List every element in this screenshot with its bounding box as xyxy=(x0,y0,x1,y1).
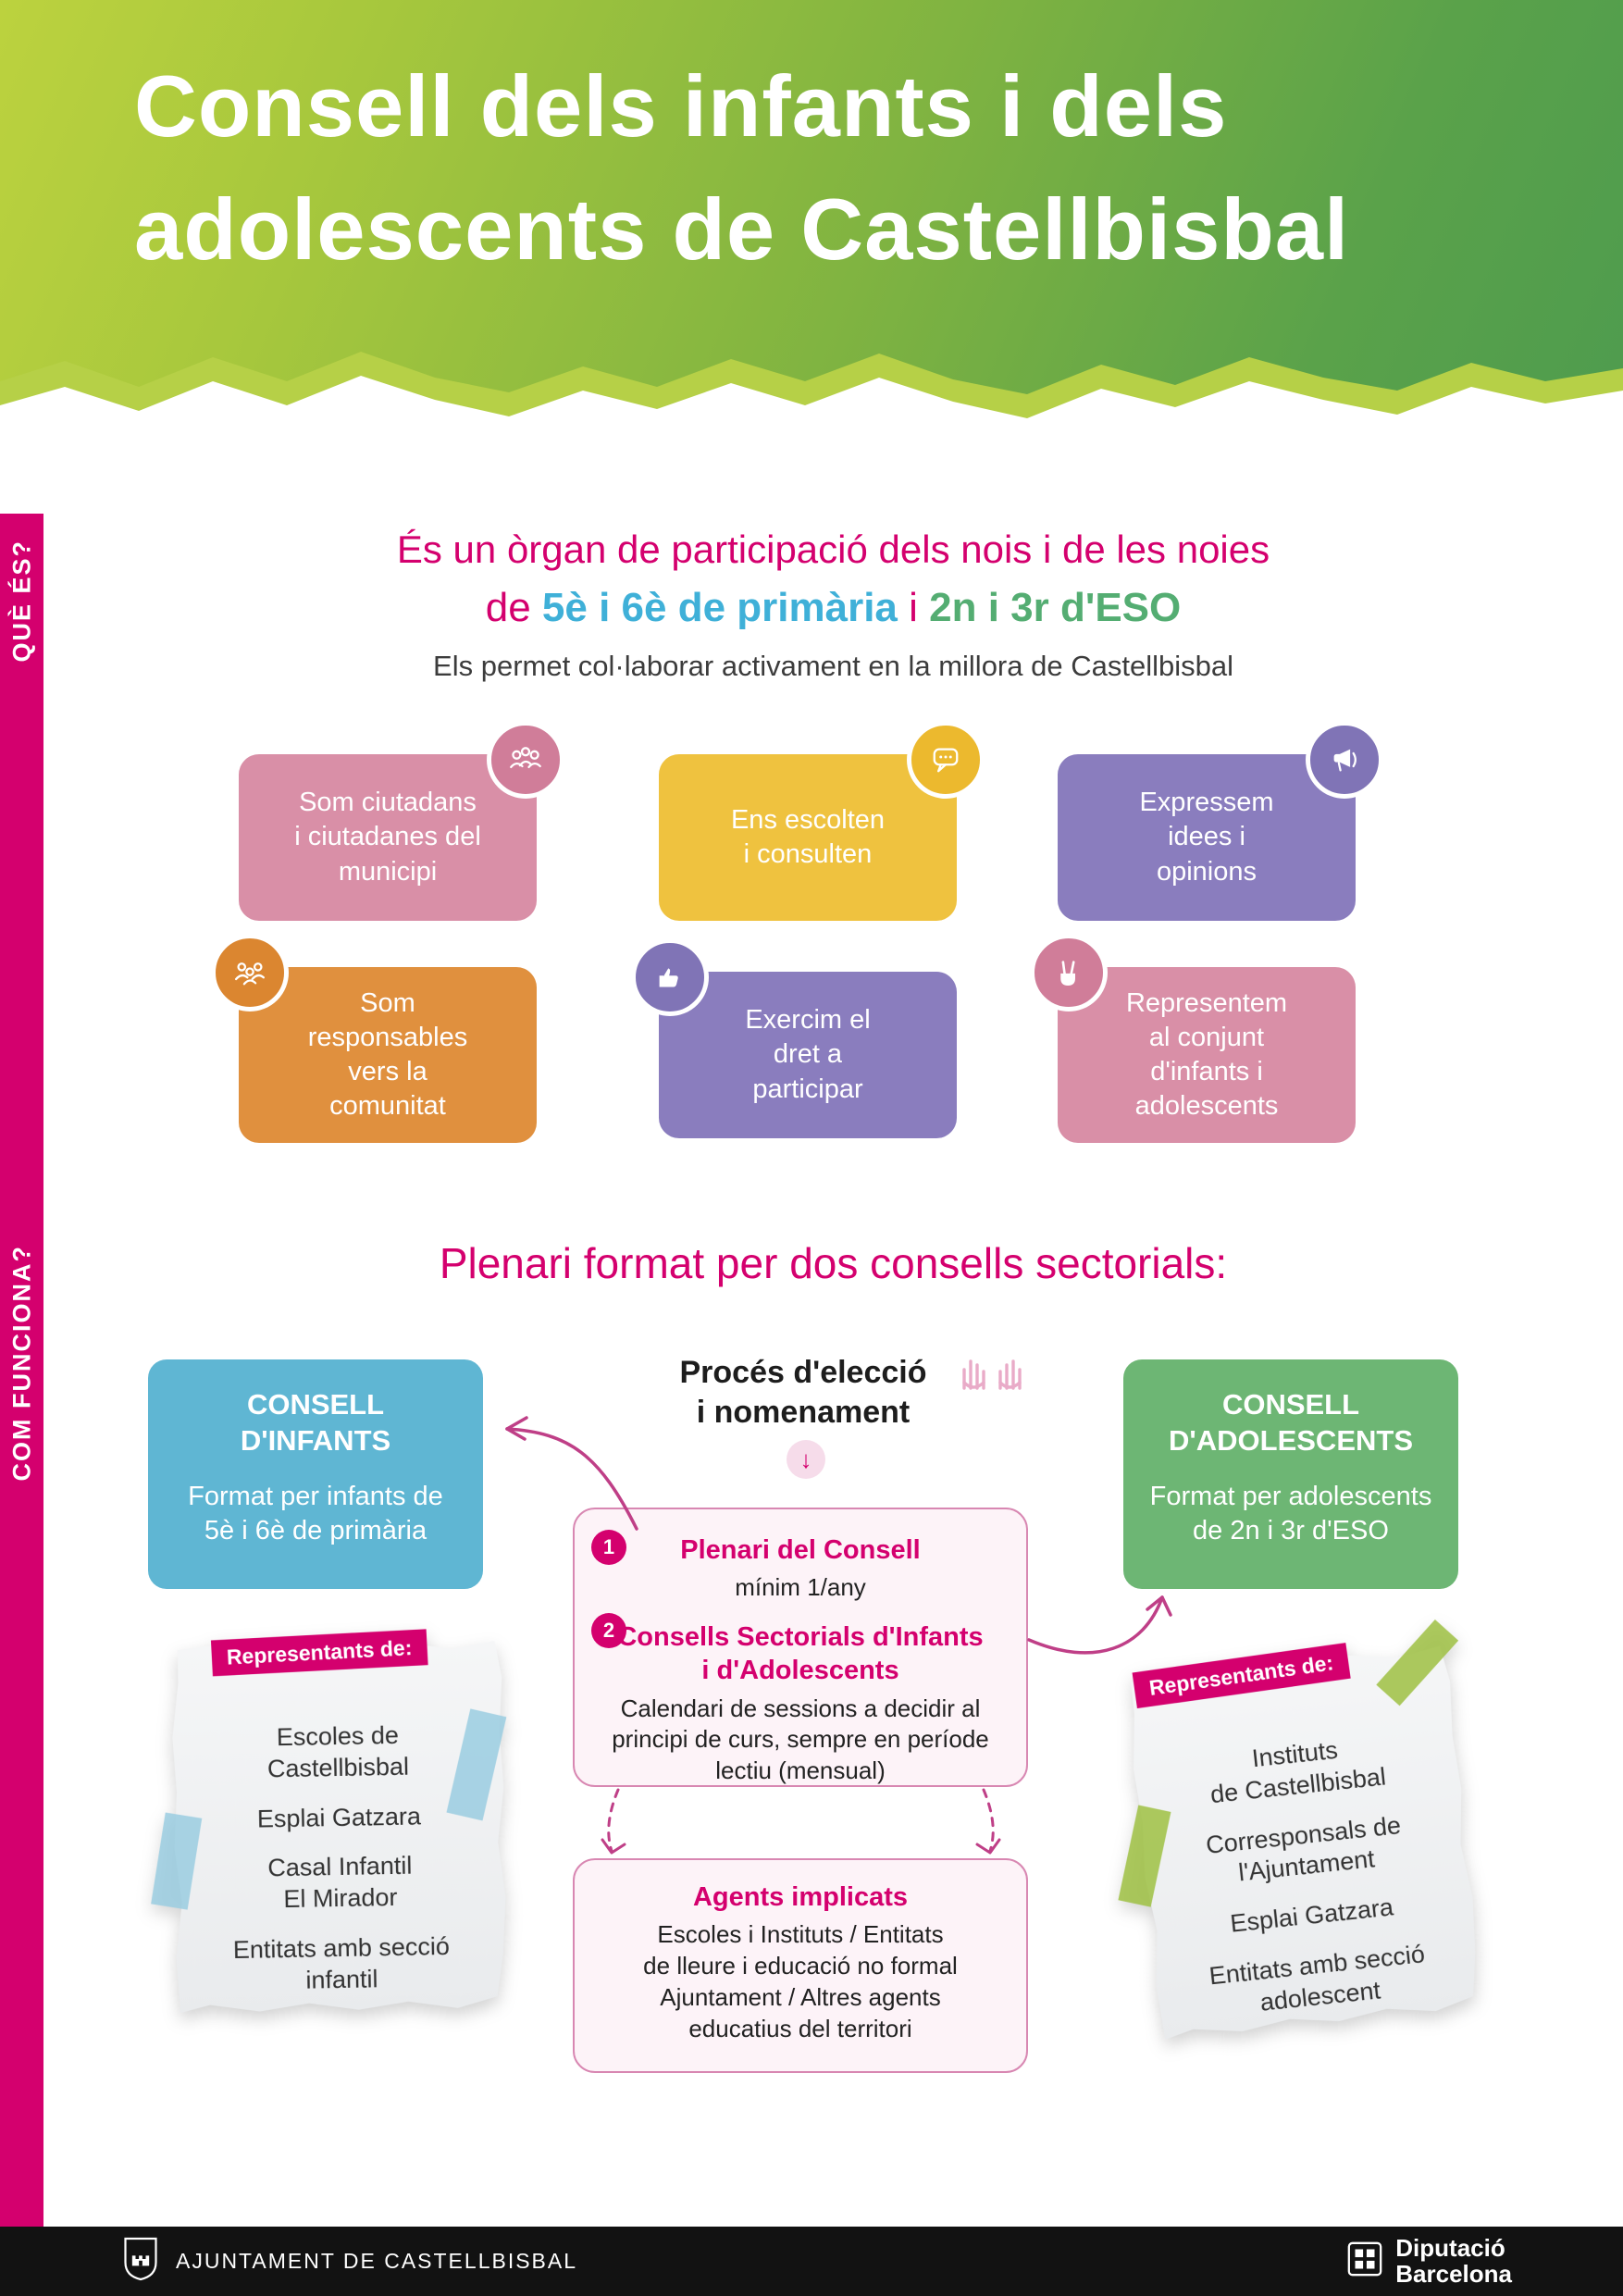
page-title: Consell dels infants i dels adolescents … xyxy=(134,57,1350,279)
dashed-connector-left xyxy=(607,1788,620,1853)
intro-primaria-highlight: 5è i 6è de primària xyxy=(541,585,898,630)
consell-infants-body: Format per infants de 5è i 6è de primàri… xyxy=(188,1481,443,1546)
tab-que-es: QUÈ ÉS? xyxy=(7,540,35,663)
torn-paper-right: Instituts de Castellbisbal Corresponsals… xyxy=(1124,1645,1484,2040)
ajuntament-label: AJUNTAMENT DE CASTELLBISBAL xyxy=(176,2249,578,2273)
diputacio-logo: Diputació Barcelona xyxy=(1345,2227,1512,2296)
agents-title: Agents implicats xyxy=(692,1882,909,1912)
note-right-item-instituts: Instituts de Castellbisbal xyxy=(1208,1735,1388,1808)
section2-heading: Plenari format per dos consells sectoria… xyxy=(439,1239,1228,1287)
consell-adolescents-title: CONSELL D'ADOLESCENTS xyxy=(1169,1388,1413,1457)
raised-hands-icon xyxy=(955,1334,1029,1398)
torn-paper-edge xyxy=(0,352,1623,463)
card-representem-label: Representem al conjunt d'infants i adole… xyxy=(1125,987,1288,1122)
tab-com-funciona: COM FUNCIONA? xyxy=(7,1245,35,1482)
card-responsables: Som responsables vers la comunitat xyxy=(211,934,537,1143)
proces-eleccio-label: Procés d'elecció i nomenament xyxy=(679,1355,927,1430)
footer-bar: AJUNTAMENT DE CASTELLBISBAL Diputació Ba… xyxy=(0,2227,1623,2296)
note-left-item-entitats: Entitats amb secció infantil xyxy=(232,1931,451,1994)
note-right-item-corresponsals: Corresponsals de l'Ajuntament xyxy=(1204,1810,1403,1887)
diputacio-label: Diputació Barcelona xyxy=(1395,2234,1512,2288)
down-arrow-icon: ↓ xyxy=(787,1440,825,1479)
consell-adolescents-card: CONSELL D'ADOLESCENTS Format per adolesc… xyxy=(1123,1359,1458,1589)
intro-line-1: És un òrgan de participació dels nois i … xyxy=(396,527,1270,571)
intro-eso-highlight: 2n i 3r d'ESO xyxy=(929,585,1182,630)
step-1-badge: 1 xyxy=(591,1530,626,1565)
card-ciutadans-label: Som ciutadans i ciutadanes del municipi xyxy=(294,788,481,887)
card-expressem: Expressem idees i opinions xyxy=(1058,721,1383,921)
agents-box: Agents implicats Escoles i Instituts / E… xyxy=(573,1858,1028,2073)
castle-crest-icon xyxy=(120,2235,161,2288)
intro-line-2-mid: i xyxy=(897,585,930,630)
community-icon xyxy=(211,934,289,1011)
card-representem: Representem al conjunt d'infants i adole… xyxy=(1030,934,1356,1143)
step-2-badge: 2 xyxy=(591,1613,626,1648)
card-exercim-label: Exercim el dret a participar xyxy=(745,1005,871,1104)
intro-line-2: de 5è i 6è de primària i 2n i 3r d'ESO xyxy=(43,585,1623,631)
card-responsables-label: Som responsables vers la comunitat xyxy=(307,987,468,1122)
diputacio-icon xyxy=(1345,2240,1384,2283)
plenari-title: Plenari del Consell xyxy=(680,1535,921,1565)
arrow-to-adolescents xyxy=(1027,1595,1164,1655)
victory-hand-icon xyxy=(1030,934,1108,1011)
ajuntament-logo: AJUNTAMENT DE CASTELLBISBAL xyxy=(120,2227,577,2296)
megaphone-icon xyxy=(1306,721,1383,799)
intro-line-2-prefix: de xyxy=(485,585,542,630)
torn-paper-left: Escoles de Castellbisbal Esplai Gatzara … xyxy=(171,1641,508,2013)
card-exercim: Exercim el dret a participar xyxy=(631,938,957,1138)
step-1-number: 1 xyxy=(602,1535,615,1558)
consell-infants-title: CONSELL D'INFANTS xyxy=(240,1388,391,1457)
card-escolten-label: Ens escolten i consulten xyxy=(730,804,886,869)
header-banner: Consell dels infants i dels adolescents … xyxy=(0,0,1623,398)
plenari-frequency: mínim 1/any xyxy=(735,1573,866,1602)
note-right-item-entitats: Entitats amb secció adolescent xyxy=(1208,1939,1427,2017)
consell-infants-card: CONSELL D'INFANTS Format per infants de … xyxy=(148,1359,483,1589)
note-adolescents-representants: Instituts de Castellbisbal Corresponsals… xyxy=(1118,1619,1484,2042)
card-expressem-label: Expressem idees i opinions xyxy=(1139,788,1274,887)
plenari-box: 1 2 Plenari del Consell mínim 1/any Cons… xyxy=(573,1508,1028,1787)
section-tabs-strip: QUÈ ÉS? COM FUNCIONA? xyxy=(0,514,43,2227)
sectorials-title: Consells Sectorials d'Infants i d'Adoles… xyxy=(617,1622,984,1686)
card-escolten: Ens escolten i consulten xyxy=(659,721,985,921)
card-ciutadans: Som ciutadans i ciutadanes del municipi xyxy=(239,721,564,921)
note-infants-representants: Escoles de Castellbisbal Esplai Gatzara … xyxy=(151,1629,508,2015)
sectorials-body: Calendari de sessions a decidir al princ… xyxy=(612,1694,989,1785)
agents-body: Escoles i Instituts / Entitats de lleure… xyxy=(643,1920,958,2042)
note-left-item-casal: Casal Infantil El Mirador xyxy=(267,1851,413,1914)
citizens-icon xyxy=(487,721,564,799)
thumbs-up-icon xyxy=(631,938,709,1016)
intro-line-3: Els permet col·laborar activament en la … xyxy=(433,650,1233,682)
down-arrow-glyph: ↓ xyxy=(799,1445,812,1473)
dashed-connector-right xyxy=(982,1788,995,1853)
chat-icon xyxy=(907,721,985,799)
step-2-number: 2 xyxy=(602,1619,615,1642)
consell-adolescents-body: Format per adolescents de 2n i 3r d'ESO xyxy=(1149,1481,1432,1546)
